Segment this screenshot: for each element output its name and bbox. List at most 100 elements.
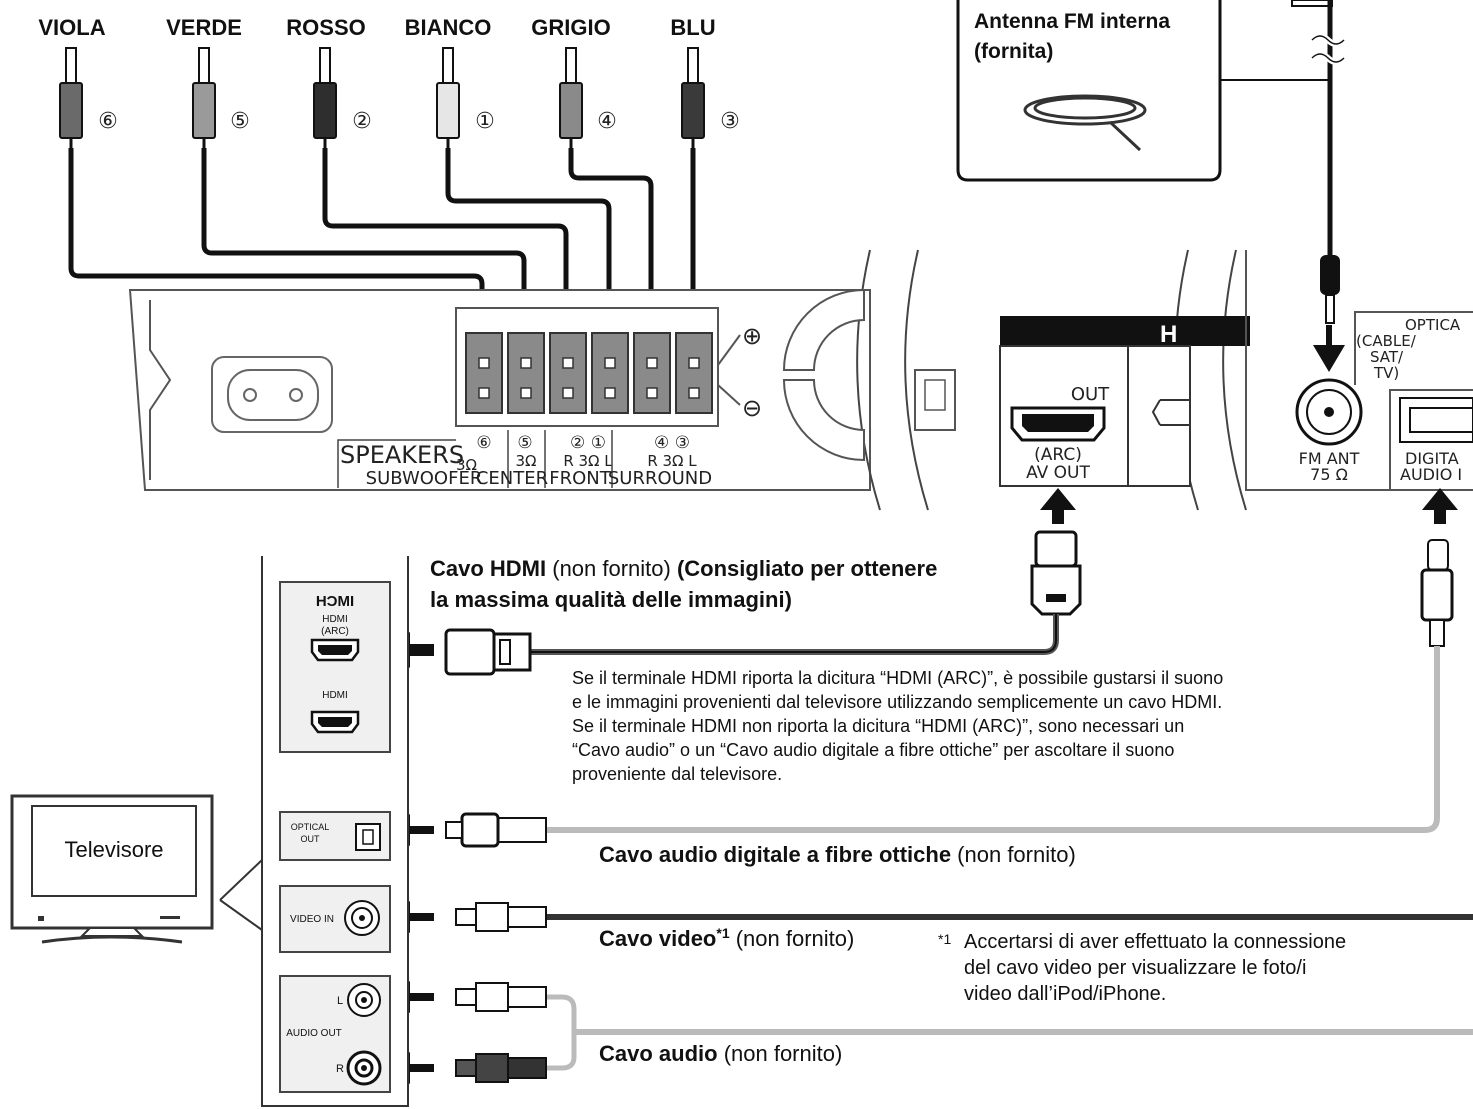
hdmi-note-2: e le immagini provenienti dal televisore… xyxy=(572,692,1222,712)
hdmi-cable xyxy=(386,530,1082,676)
hdmi-cable-normal: (non fornito) xyxy=(546,556,677,581)
video-note-mark: *1 xyxy=(938,931,951,947)
optical-caption: Cavo audio digitale a fibre ottiche (non… xyxy=(599,842,1076,867)
speakers-labels: SPEAKERS 3Ω ⑥ ⑤ 3Ω ② ① R 3Ω L ④ ③ R 3Ω L… xyxy=(337,430,712,489)
cable-label-verde: VERDE xyxy=(166,15,242,40)
tv-optical-port[interactable] xyxy=(355,823,381,851)
hdmi-cable-line2: la massima qualità delle immagini) xyxy=(430,587,792,612)
arc-label: (ARC) xyxy=(1034,445,1082,465)
tv-optical-2: OUT xyxy=(301,834,321,844)
cable-sat-tv-1: (CABLE/ xyxy=(1356,332,1417,350)
tv-optical-1: OPTICAL xyxy=(291,822,330,832)
plug-number-grigio: ④ xyxy=(597,109,617,134)
plug-number-verde: ⑤ xyxy=(230,109,250,134)
tv-video-in-port[interactable] xyxy=(344,900,380,936)
wire-grigio xyxy=(568,148,654,300)
antenna-title-2: (fornita) xyxy=(974,40,1053,63)
group-num-subwoofer: ⑥ xyxy=(476,433,491,453)
fm-antenna-cable xyxy=(1309,0,1347,372)
video-sup: *1 xyxy=(716,925,729,941)
tv-audio-r-port[interactable] xyxy=(346,1050,382,1086)
lan-port xyxy=(914,369,956,431)
fan-vent xyxy=(782,288,865,462)
speakers-ohm: 3Ω xyxy=(456,456,477,474)
unit-optical-panel: OPTICA (CABLE/ SAT/ TV) DIGITA AUDIO I xyxy=(1354,311,1473,490)
label-front: FRONT xyxy=(549,468,611,489)
label-surround: SURROUND xyxy=(608,468,712,489)
group-num-surround: ④ ③ xyxy=(654,433,690,453)
plug-number-bianco: ① xyxy=(475,109,495,134)
hdmi-logo-partial: H xyxy=(1160,321,1177,348)
group-num-front: ② ① xyxy=(570,433,606,453)
label-center: CENTER xyxy=(476,468,548,489)
video-cable xyxy=(386,901,1473,933)
speaker-terminal-block: ⊕ ⊖ xyxy=(455,307,762,427)
fm-ant-label: FM ANT xyxy=(1299,449,1360,468)
tv-hdmi-logo: HƆMI xyxy=(316,593,354,610)
audio-cable xyxy=(386,981,1473,1084)
group-sub-center: 3Ω xyxy=(515,452,536,470)
tv-video-in: VIDEO IN xyxy=(290,914,334,925)
tv-audio-out: AUDIO OUT xyxy=(286,1028,342,1039)
speaker-plug-numbers: ⑥ ⑤ ② ① ④ ③ xyxy=(98,109,740,134)
plug-number-viola: ⑥ xyxy=(98,109,118,134)
optical-label: OPTICA xyxy=(1405,316,1461,334)
video-caption: Cavo video*1 (non fornito) xyxy=(599,925,854,951)
tv-hdmi-arc-1: HDMI xyxy=(322,614,348,625)
audio-bold: Cavo audio xyxy=(599,1041,718,1066)
hdmi-note-5: proveniente dal televisore. xyxy=(572,764,782,784)
hdmi-out-port[interactable] xyxy=(1010,406,1106,442)
speaker-plug-viola xyxy=(59,47,83,150)
fm-antenna-box: Antenna FM interna (fornita) xyxy=(956,0,1333,182)
tv-label: Televisore xyxy=(64,837,163,862)
hdmi-note-4: “Cavo audio” o un “Cavo audio digitale a… xyxy=(572,740,1174,760)
out-label: OUT xyxy=(1071,384,1110,405)
fm-ant-ohm: 75 Ω xyxy=(1310,465,1348,484)
tv-hdmi-arc-2: (ARC) xyxy=(321,626,349,637)
wire-verde xyxy=(201,148,527,300)
speaker-plug-blu xyxy=(681,47,705,150)
digital-audio-1: DIGITA xyxy=(1405,449,1459,468)
group-sub-front: R 3Ω L xyxy=(563,452,613,470)
tv-audio-l: L xyxy=(337,995,343,1007)
video-normal: (non fornito) xyxy=(730,926,855,951)
audio-caption: Cavo audio (non fornito) xyxy=(599,1041,842,1066)
wire-bianco xyxy=(445,148,612,300)
tv-hdmi-arc-port[interactable] xyxy=(310,638,360,662)
unit-input-arrows xyxy=(1040,488,1458,524)
video-footnote: *1 Accertarsi di aver effettuato la conn… xyxy=(938,931,1346,1005)
tv-hdmi-port[interactable] xyxy=(310,710,360,734)
speaker-plugs xyxy=(59,47,705,150)
speaker-plug-grigio xyxy=(559,47,583,150)
plug-number-rosso: ② xyxy=(352,109,372,134)
cable-sat-tv-2: SAT/ xyxy=(1370,348,1404,366)
hdmi-cable-bold: Cavo HDMI xyxy=(430,556,546,581)
wire-viola xyxy=(68,148,485,300)
av-out-label: AV OUT xyxy=(1026,463,1090,483)
speaker-wires xyxy=(68,148,696,300)
antenna-coil-icon xyxy=(1023,94,1147,152)
tv-audio-l-port[interactable] xyxy=(347,983,381,1017)
group-num-center: ⑤ xyxy=(517,433,532,453)
cable-label-blu: BLU xyxy=(670,15,715,40)
cable-label-bianco: BIANCO xyxy=(405,15,492,40)
minus-label: ⊖ xyxy=(742,394,762,422)
hdmi-note-3: Se il terminale HDMI non riporta la dici… xyxy=(572,716,1184,736)
label-subwoofer: SUBWOOFER xyxy=(366,468,483,489)
svg-text:Cavo HDMI (non fornito) (Consi: Cavo HDMI (non fornito) (Consigliato per… xyxy=(430,556,937,581)
wire-rosso xyxy=(322,148,569,300)
speaker-plug-verde xyxy=(192,47,216,150)
hdmi-av-out-panel: H OUT (ARC) AV OUT xyxy=(999,316,1250,487)
video-note-2: del cavo video per visualizzare le foto/… xyxy=(964,957,1306,979)
television-icon: Televisore xyxy=(10,794,263,944)
cable-sat-tv-3: TV) xyxy=(1373,364,1399,382)
digital-audio-2: AUDIO I xyxy=(1400,465,1462,484)
hdmi-note-1: Se il terminale HDMI riporta la dicitura… xyxy=(572,668,1223,688)
fm-ant-port[interactable]: FM ANT 75 Ω xyxy=(1245,250,1473,491)
tv-rear-panel: HƆMI HDMI (ARC) HDMI OPTICAL OUT VIDEO I… xyxy=(261,556,409,1107)
ac-inlet xyxy=(211,356,333,433)
plus-label: ⊕ xyxy=(742,322,762,350)
video-note-3: video dall’iPod/iPhone. xyxy=(964,983,1166,1005)
hdmi-caption: Cavo HDMI (non fornito) (Consigliato per… xyxy=(430,556,1223,784)
